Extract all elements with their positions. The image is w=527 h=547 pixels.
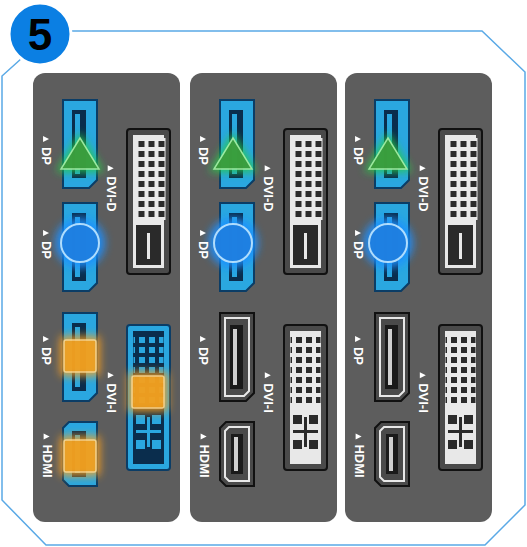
pointer-triangle: [108, 372, 114, 378]
port-name: HDMI: [41, 444, 54, 477]
port-name: DP: [198, 146, 211, 164]
pointer-triangle: [265, 372, 271, 378]
port-label: HDMI: [198, 433, 211, 477]
port-name: DP: [41, 146, 54, 164]
port-label: DVI-I: [105, 372, 118, 413]
pointer-triangle: [44, 335, 50, 341]
port-name: HDMI: [353, 444, 366, 477]
pointer-triangle: [420, 372, 426, 378]
port-name: DVI-D: [104, 176, 117, 211]
port-label: DP: [198, 229, 211, 258]
port-name: DVI-I: [417, 383, 430, 413]
port-name: DVI-D: [416, 176, 429, 211]
port-label: DP: [41, 335, 54, 364]
pointer-triangle: [201, 229, 207, 235]
port-name: DVI-D: [261, 176, 274, 211]
port-label: DVI-I: [262, 372, 275, 413]
pointer-triangle: [201, 335, 207, 341]
port-label: DP: [198, 135, 211, 164]
pointer-triangle: [201, 433, 207, 439]
port-label: DP: [353, 135, 366, 164]
pointer-triangle: [356, 335, 362, 341]
pointer-triangle: [201, 135, 207, 141]
port-label: DP: [198, 335, 211, 364]
port-label: DVI-D: [416, 165, 429, 211]
pointer-triangle: [356, 433, 362, 439]
pointer-triangle: [356, 229, 362, 235]
pointer-triangle: [44, 433, 50, 439]
port-label: DP: [41, 135, 54, 164]
port-name: DP: [41, 240, 54, 258]
port-name: DP: [198, 346, 211, 364]
port-name: DP: [198, 240, 211, 258]
pointer-triangle: [265, 165, 271, 171]
port-name: DVI-I: [105, 383, 118, 413]
port-name: DP: [353, 346, 366, 364]
port-label: DVI-I: [417, 372, 430, 413]
port-label: HDMI: [353, 433, 366, 477]
port-name: DP: [353, 146, 366, 164]
port-name: DP: [41, 346, 54, 364]
port-name: DVI-I: [262, 383, 275, 413]
port-label: HDMI: [41, 433, 54, 477]
port-label: DP: [353, 335, 366, 364]
port-label: DVI-D: [104, 165, 117, 211]
pointer-triangle: [44, 229, 50, 235]
pointer-triangle: [108, 165, 114, 171]
port-label: DP: [353, 229, 366, 258]
port-label: DVI-D: [261, 165, 274, 211]
pointer-triangle: [420, 165, 426, 171]
pointer-triangle: [356, 135, 362, 141]
port-label: DP: [41, 229, 54, 258]
port-name: HDMI: [198, 444, 211, 477]
callout-number: 5: [28, 13, 52, 57]
port-name: DP: [353, 240, 366, 258]
pointer-triangle: [44, 135, 50, 141]
